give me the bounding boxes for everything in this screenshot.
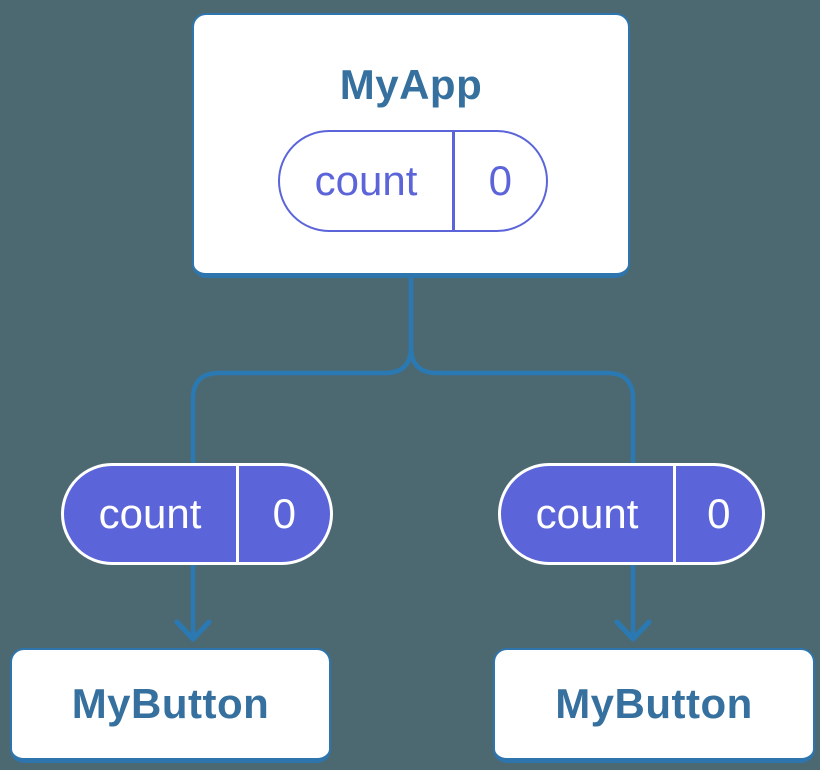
prop-pill-right: count 0 xyxy=(498,463,765,565)
pill-divider xyxy=(452,132,455,230)
state-pill-label: count xyxy=(314,157,418,204)
prop-pill-label: count xyxy=(98,490,202,537)
component-card-mybutton-left: MyButton xyxy=(10,648,331,763)
branch-right-path xyxy=(408,346,636,635)
prop-pill-value: 0 xyxy=(272,490,296,537)
component-title-myapp: MyApp xyxy=(339,61,483,108)
state-pill-myapp: count 0 xyxy=(278,130,548,232)
component-title-mybutton-right: MyButton xyxy=(555,680,753,727)
arrow-down-left-icon xyxy=(174,619,212,642)
component-title-mybutton-left: MyButton xyxy=(71,680,270,727)
prop-pill-left: count 0 xyxy=(61,463,333,565)
state-pill-value: 0 xyxy=(488,157,512,204)
component-card-myapp: MyApp count 0 xyxy=(192,13,630,278)
arrow-down-right-icon xyxy=(614,619,652,642)
component-card-mybutton-right: MyButton xyxy=(493,648,815,763)
pill-divider xyxy=(673,466,676,562)
prop-pill-label: count xyxy=(535,490,639,537)
branch-left-path xyxy=(190,278,414,635)
prop-pill-value: 0 xyxy=(707,490,731,537)
pill-divider xyxy=(236,466,239,562)
